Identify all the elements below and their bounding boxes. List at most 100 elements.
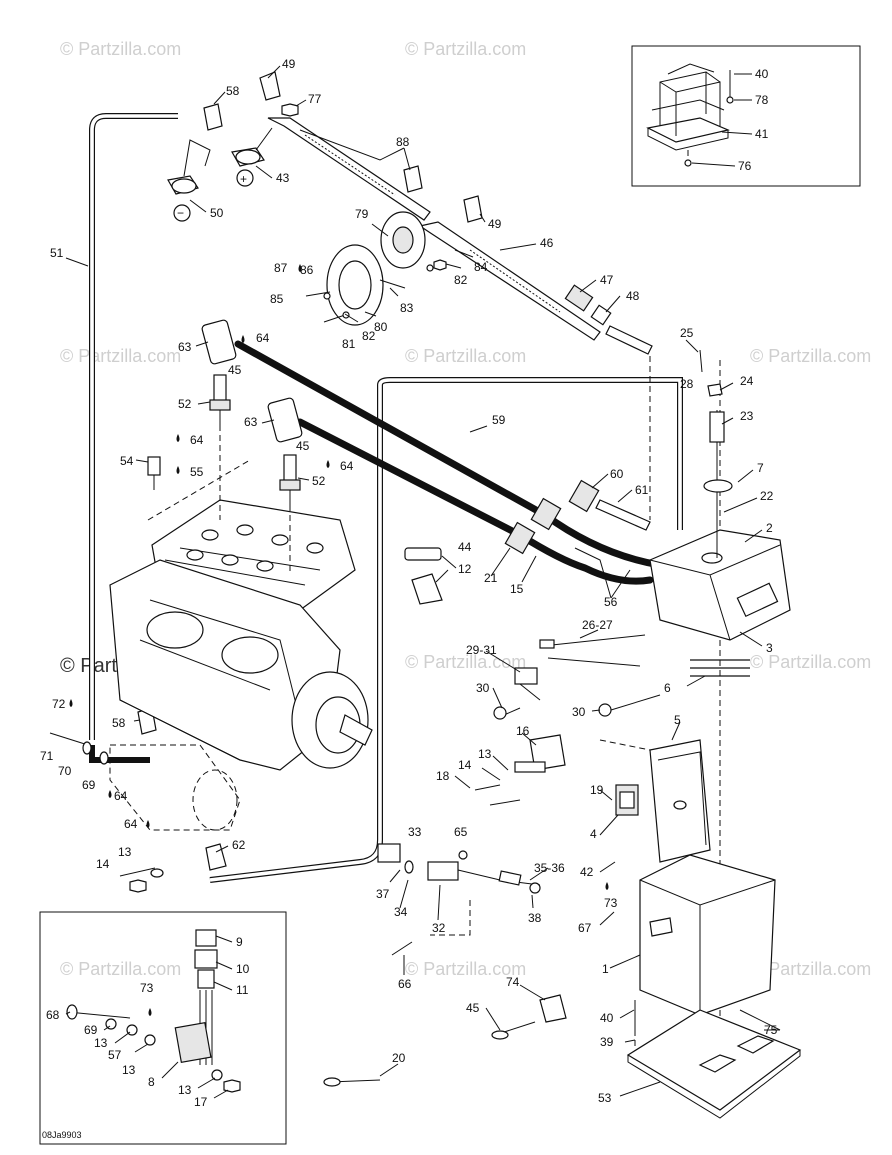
callout-label: 24 <box>740 374 754 388</box>
watermark: © Partzilla.com <box>405 39 526 59</box>
callout-label: 73 <box>604 896 618 910</box>
callout-label: 48 <box>626 289 640 303</box>
callout-label: 23 <box>740 409 754 423</box>
watermark: © Partzilla.com <box>750 959 871 979</box>
callout-label: 57 <box>108 1048 122 1062</box>
callout-label: 17 <box>194 1095 208 1109</box>
callout-label: 30 <box>476 681 490 695</box>
callout-label: 13 <box>94 1036 108 1050</box>
callout-label: 45 <box>296 439 310 453</box>
callout-label: 55 <box>190 465 204 479</box>
callout-label: 37 <box>376 887 390 901</box>
battery-cable-59 <box>209 377 683 883</box>
callout-label: 74 <box>506 975 520 989</box>
callout-label: 11 <box>236 983 249 997</box>
battery-bracket-drawing <box>646 63 734 167</box>
callout-label: 40 <box>600 1011 614 1025</box>
callout-label: 42 <box>580 865 594 879</box>
callout-label: 64 <box>190 433 204 447</box>
callout-label: 38 <box>528 911 542 925</box>
drawing-code: 08Ja9903 <box>42 1130 82 1140</box>
callout-label: 64 <box>340 459 354 473</box>
callout-label: 47 <box>600 273 614 287</box>
watermark: © Partzilla.com <box>60 39 181 59</box>
drop-icon <box>241 335 245 343</box>
callout-label: 64 <box>256 331 270 345</box>
callout-label: 84 <box>474 260 488 274</box>
callout-label: 28 <box>680 377 694 391</box>
callout-label: 68 <box>46 1008 60 1022</box>
callout-label: 13 <box>122 1063 136 1077</box>
callout-label: 50 <box>210 206 224 220</box>
terminal-caps <box>137 71 483 871</box>
drop-icon <box>605 882 609 890</box>
callout-label: 4 <box>590 827 597 841</box>
callout-label: 18 <box>436 769 450 783</box>
callout-label: 64 <box>124 817 138 831</box>
callout-label: 49 <box>488 217 502 231</box>
minus-sign: − <box>177 206 184 220</box>
callout-label: 83 <box>400 301 414 315</box>
watermark: © Partzilla.com <box>405 959 526 979</box>
callout-label: 76 <box>738 159 752 173</box>
minus-symbol <box>173 204 191 222</box>
callout-label: 45 <box>228 363 242 377</box>
callout-label: 12 <box>458 562 472 576</box>
spark-plugs <box>147 374 301 505</box>
watermark: © Partzilla.com <box>750 652 871 672</box>
callout-label: 41 <box>755 127 769 141</box>
callout-label: 70 <box>58 764 72 778</box>
callout-label: 14 <box>96 857 110 871</box>
callout-label: 13 <box>118 845 132 859</box>
callout-label: 52 <box>312 474 326 488</box>
battery-terminals: + − <box>167 127 273 222</box>
callout-label: 7 <box>757 461 764 475</box>
callout-label: 43 <box>276 171 290 185</box>
callout-label: 69 <box>84 1023 98 1037</box>
callout-label: 66 <box>398 977 412 991</box>
misc-parts <box>49 547 661 1087</box>
callout-label: 35-36 <box>534 861 565 875</box>
callout-label: 62 <box>232 838 246 852</box>
watermark: © Partzilla.com <box>60 959 181 979</box>
callout-label: 63 <box>178 340 192 354</box>
watermark: © Partzilla.com <box>405 346 526 366</box>
drop-icon <box>148 1008 152 1016</box>
drop-icon <box>108 790 112 798</box>
callout-label: 13 <box>178 1083 192 1097</box>
callout-label: 52 <box>178 397 192 411</box>
callout-label: 2 <box>766 521 773 535</box>
callout-label: 40 <box>755 67 769 81</box>
callout-label: 85 <box>270 292 284 306</box>
callout-label: 13 <box>478 747 492 761</box>
watermark: © Partzilla.com <box>60 346 181 366</box>
drop-icon <box>69 699 73 707</box>
callout-label: 26-27 <box>582 618 613 632</box>
battery-cable-51 <box>89 113 178 763</box>
callout-label: 87 <box>274 261 288 275</box>
callout-label: 3 <box>766 641 773 655</box>
battery-bracket-inset <box>631 45 861 187</box>
callout-label: 51 <box>50 246 64 260</box>
callout-label: 34 <box>394 905 408 919</box>
callout-label: 6 <box>664 681 671 695</box>
callout-label: 15 <box>510 582 524 596</box>
callout-label: 10 <box>236 962 250 976</box>
control-cables <box>267 117 653 355</box>
callout-label: 32 <box>432 921 446 935</box>
callout-labels: 49 58 77 88 43 50 79 49 46 87 86 84 82 8… <box>40 57 778 1109</box>
callout-label: 54 <box>120 454 134 468</box>
callout-label: 45 <box>466 1001 480 1015</box>
callout-label: 82 <box>362 329 376 343</box>
callout-label: 33 <box>408 825 422 839</box>
electrical-box <box>649 349 791 677</box>
callout-label: 81 <box>342 337 356 351</box>
callout-label: 60 <box>610 467 624 481</box>
callout-leaders <box>65 65 780 1099</box>
drop-icon <box>176 466 180 474</box>
callout-label: 39 <box>600 1035 614 1049</box>
callout-label: 49 <box>282 57 296 71</box>
control-module <box>474 734 711 863</box>
callout-label: 53 <box>598 1091 612 1105</box>
callout-label: 44 <box>458 540 472 554</box>
